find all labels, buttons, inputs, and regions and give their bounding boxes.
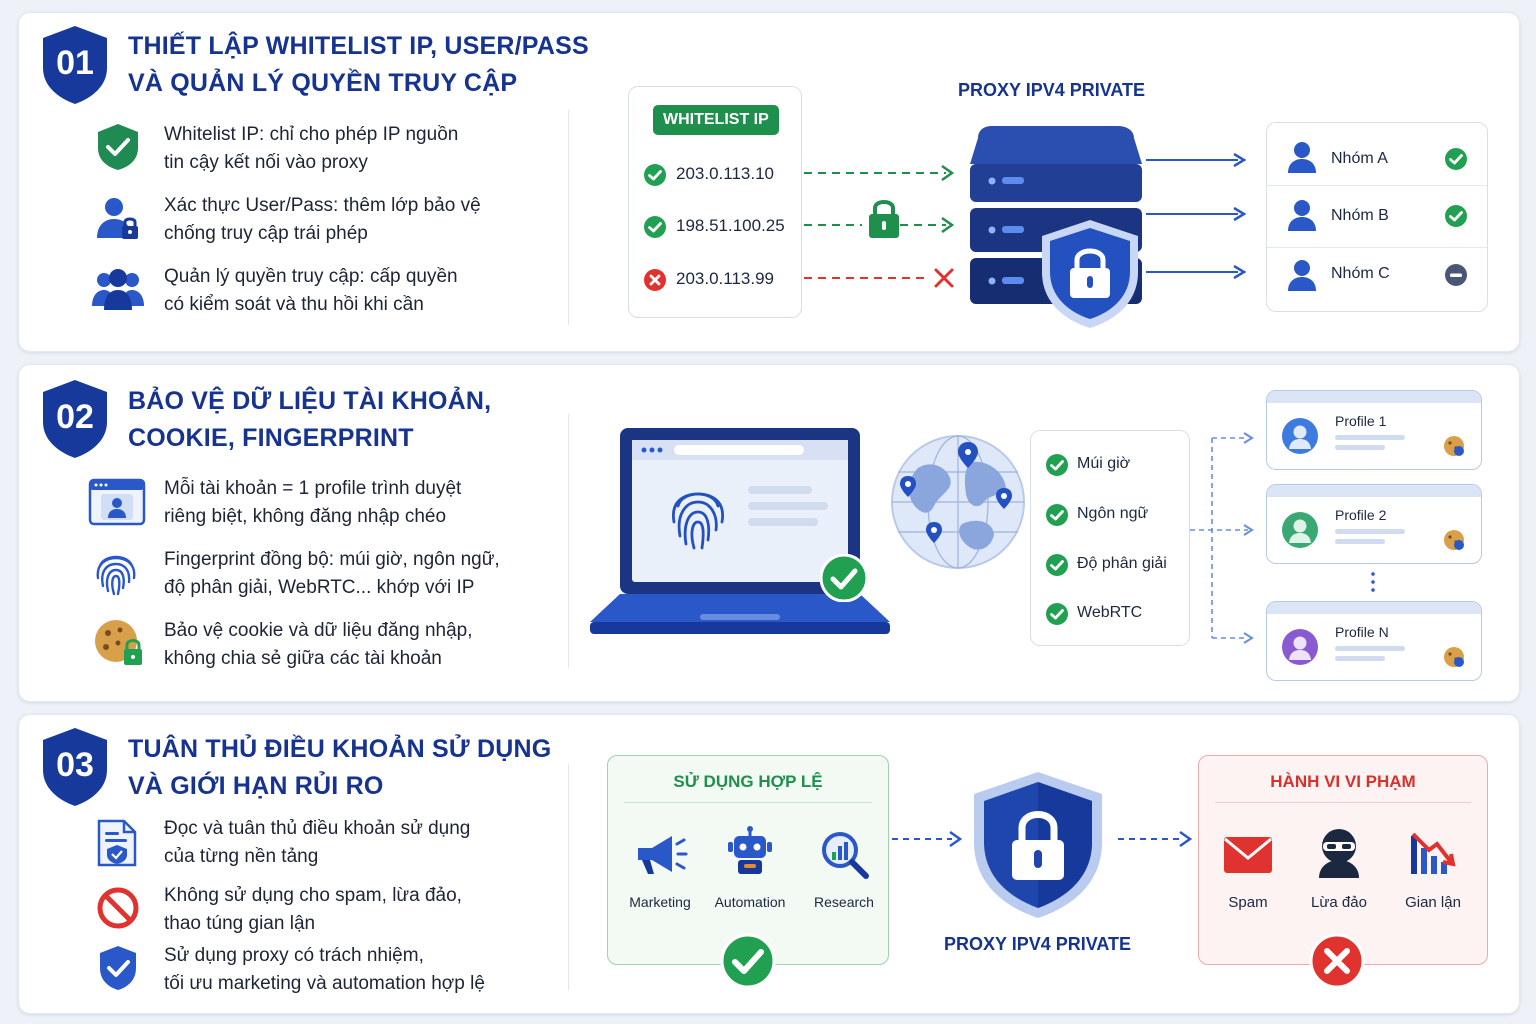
section-1-title: THIẾT LẬP WHITELIST IP, USER/PASS VÀ QUẢ… bbox=[128, 32, 589, 97]
check-circle-icon bbox=[1445, 205, 1467, 227]
cookie-lock-icon bbox=[92, 617, 146, 669]
valid-usage-label: SỬ DỤNG HỢP LỆ bbox=[673, 772, 823, 791]
mail-icon bbox=[1224, 837, 1272, 873]
groups-panel: Nhóm A Nhóm B Nhóm C bbox=[1266, 122, 1488, 312]
x-circle-icon bbox=[644, 269, 666, 291]
section-3-item-3: Sử dụng proxy có trách nhiệm,tối ưu mark… bbox=[164, 945, 485, 994]
chart-down-icon bbox=[1411, 832, 1456, 874]
check-circle-icon bbox=[1445, 148, 1467, 170]
check-circle-icon bbox=[644, 164, 666, 186]
section-2-badge: 02 bbox=[40, 378, 110, 460]
section-2-item-2: Fingerprint đồng bộ: múi giờ, ngôn ngữ,đ… bbox=[164, 549, 500, 598]
cookie-icon bbox=[1444, 647, 1464, 667]
more-dots bbox=[1371, 572, 1375, 592]
check-circle-icon bbox=[820, 554, 868, 602]
server-icon bbox=[966, 124, 1146, 334]
minus-circle-icon bbox=[1445, 264, 1467, 286]
violation-x-icon bbox=[1309, 933, 1365, 989]
cookie-icon bbox=[1444, 530, 1464, 550]
browser-profile-icon bbox=[88, 478, 146, 526]
valid-check-icon bbox=[720, 933, 776, 989]
shield-check-icon bbox=[94, 122, 142, 170]
megaphone-icon bbox=[638, 836, 688, 874]
profile-card-n: Profile N bbox=[1266, 601, 1482, 681]
profile-connectors bbox=[1190, 432, 1254, 644]
hacker-icon bbox=[1319, 829, 1359, 878]
profile-card-2: Profile 2 bbox=[1266, 484, 1482, 564]
robot-icon bbox=[728, 826, 772, 874]
section-1-badge: 01 bbox=[40, 24, 110, 106]
user-icon bbox=[1288, 142, 1316, 173]
padlock-icon bbox=[866, 196, 902, 240]
section-3-divider bbox=[568, 764, 569, 990]
group-arrows bbox=[1146, 152, 1247, 280]
server-label: PROXY IPV4 PRIVATE bbox=[958, 80, 1146, 100]
group-row-a: Nhóm A bbox=[1267, 123, 1487, 186]
users-group-icon bbox=[92, 268, 144, 316]
section-3-number: 03 bbox=[56, 746, 94, 784]
fingerprint-icon bbox=[92, 548, 140, 596]
avatar bbox=[1282, 629, 1318, 665]
section-2-number: 02 bbox=[56, 398, 94, 436]
section-3-title: TUÂN THỦ ĐIỀU KHOẢN SỬ DỤNG VÀ GIỚI HẠN … bbox=[128, 735, 552, 800]
profile-card-1: Profile 1 bbox=[1266, 390, 1482, 470]
check-circle-icon bbox=[1046, 554, 1068, 576]
check-circle-icon bbox=[1046, 454, 1068, 476]
section-2-item-3: Bảo vệ cookie và dữ liệu đăng nhập,không… bbox=[164, 620, 473, 669]
whitelist-label: WHITELIST IP bbox=[653, 105, 779, 135]
check-circle-icon bbox=[1046, 603, 1068, 625]
check-circle-icon bbox=[644, 216, 666, 238]
section-3-item-2: Không sử dụng cho spam, lừa đảo,thao tún… bbox=[164, 885, 462, 934]
section-2-title: BẢO VỆ DỮ LIỆU TÀI KHOẢN, COOKIE, FINGER… bbox=[128, 387, 492, 452]
document-shield-icon bbox=[96, 818, 138, 868]
violation-label: HÀNH VI VI PHẠM bbox=[1270, 772, 1416, 791]
fingerprint-checks-panel: Múi giờ Ngôn ngữ Độ phân giải WebRTC bbox=[1030, 430, 1190, 646]
center-proxy-label: PROXY IPV4 PRIVATE bbox=[944, 934, 1132, 954]
ip-arrows bbox=[804, 164, 955, 288]
section-1-divider bbox=[568, 110, 569, 325]
usage-arrow-right bbox=[1118, 830, 1193, 848]
user-lock-icon bbox=[94, 194, 142, 242]
laptop-illustration bbox=[590, 426, 890, 644]
usage-arrow-left bbox=[892, 830, 963, 848]
section-3-badge: 03 bbox=[40, 726, 110, 808]
user-icon bbox=[1288, 200, 1316, 231]
valid-usage-panel: SỬ DỤNG HỢP LỆ Marketing Automation Rese… bbox=[607, 755, 889, 965]
proxy-shield-icon bbox=[970, 770, 1106, 920]
whitelist-panel: WHITELIST IP 203.0.113.10 198.51.100.25 … bbox=[628, 86, 802, 318]
group-row-c: Nhóm C bbox=[1267, 247, 1487, 309]
section-1-number: 01 bbox=[56, 44, 94, 82]
avatar bbox=[1282, 418, 1318, 454]
prohibited-icon bbox=[96, 886, 140, 930]
group-row-b: Nhóm B bbox=[1267, 185, 1487, 248]
user-icon bbox=[1288, 260, 1316, 291]
check-circle-icon bbox=[1046, 504, 1068, 526]
globe-icon bbox=[888, 432, 1028, 572]
avatar bbox=[1282, 512, 1318, 548]
cookie-icon bbox=[1444, 436, 1464, 456]
search-chart-icon bbox=[822, 832, 869, 879]
violation-panel: HÀNH VI VI PHẠM Spam Lừa đảo Gian lận bbox=[1198, 755, 1488, 965]
section-2-divider bbox=[568, 414, 569, 668]
shield-check-icon bbox=[96, 944, 140, 992]
